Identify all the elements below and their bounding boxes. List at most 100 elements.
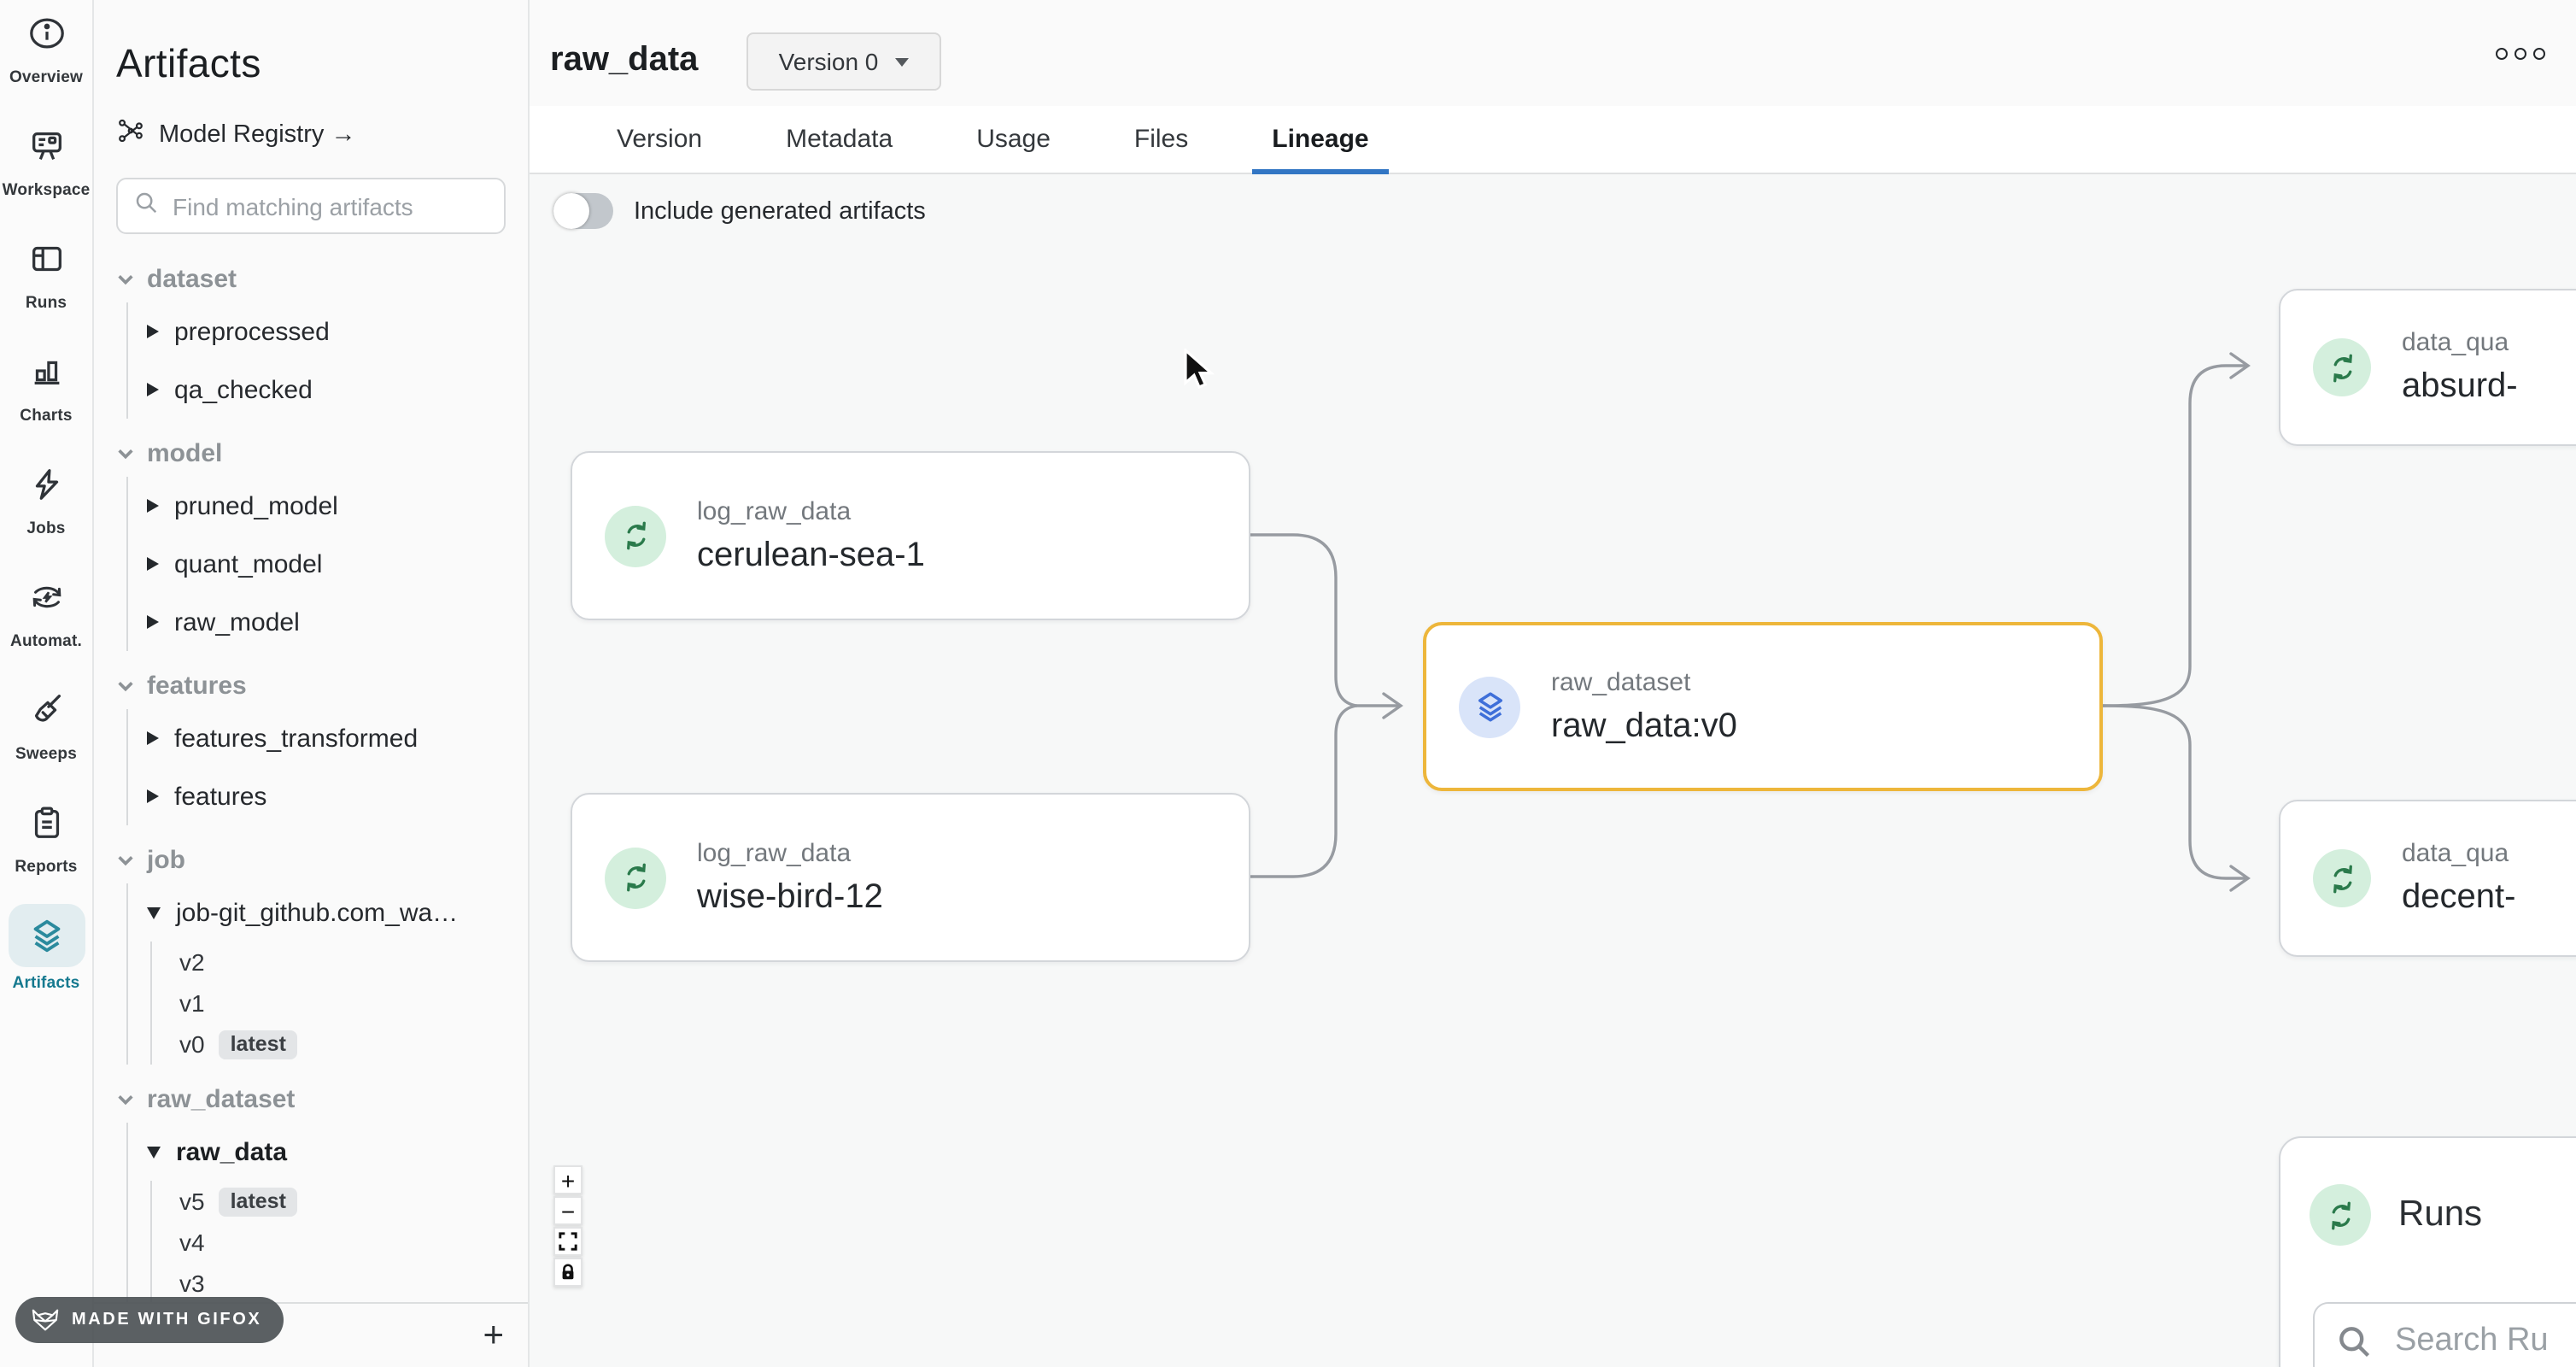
artifact-search-input[interactable]: Find matching artifacts [116,178,506,234]
node-type-label: data_qua [2402,839,2509,868]
tab-files[interactable]: Files [1133,125,1189,154]
lineage-node-run-absurd[interactable]: data_qua absurd- [2279,289,2576,446]
rail-label: Jobs [26,519,66,538]
workspace-board-icon [26,126,66,174]
tree-section-features[interactable]: features [116,661,506,709]
run-cycle-icon [2310,1184,2371,1246]
search-icon [133,189,159,223]
tree-item[interactable]: preprocessed [128,302,506,361]
lineage-node-run-cerulean-sea-1[interactable]: log_raw_data cerulean-sea-1 [571,451,1250,620]
lineage-node-run-wise-bird-12[interactable]: log_raw_data wise-bird-12 [571,793,1250,962]
automation-cycle-icon [26,578,66,625]
include-generated-toggle[interactable] [553,193,613,229]
lineage-runs-group-node[interactable]: Runs Search Ru [2279,1136,2576,1367]
rail-item-runs[interactable]: Runs [3,239,89,313]
chevron-down-icon [118,449,133,459]
version-selector[interactable]: Version 0 [746,32,941,91]
gifox-watermark: MADE WITH GIFOX [15,1297,284,1343]
toggle-label: Include generated artifacts [634,197,926,225]
tree-item[interactable]: job-git_github.com_wa… [128,883,506,942]
tab-usage[interactable]: Usage [976,125,1051,154]
tree-item[interactable]: qa_checked [128,361,506,419]
lineage-node-artifact-raw-data-v0[interactable]: raw_dataset raw_data:v0 [1423,622,2103,791]
rail-item-overview[interactable]: Overview [3,14,89,87]
fit-view-button[interactable] [553,1227,583,1256]
model-registry-link[interactable]: Model Registry → [116,116,506,154]
tree-section-dataset[interactable]: dataset [116,255,506,302]
include-generated-toggle-row: Include generated artifacts [553,193,926,229]
triangle-collapsed-icon [147,499,159,513]
runs-search-input[interactable]: Search Ru [2313,1302,2576,1367]
layers-icon [8,904,85,967]
tree-item[interactable]: features [128,767,506,825]
tree-section-model[interactable]: model [116,429,506,477]
rail-item-charts[interactable]: Charts [3,352,89,425]
artifacts-panel: Artifacts Model Registry → Find matching… [94,0,530,1367]
node-name: cerulean-sea-1 [697,536,925,573]
broom-icon [26,690,66,738]
overflow-menu-button[interactable] [2496,48,2545,60]
triangle-collapsed-icon [147,383,159,396]
tree-item[interactable]: pruned_model [128,477,506,535]
rail-item-reports[interactable]: Reports [3,803,89,877]
node-name: absurd- [2402,367,2518,405]
search-placeholder: Find matching artifacts [173,192,413,220]
rail-label: Reports [15,858,78,877]
triangle-collapsed-icon [147,557,159,571]
rail-item-workspace[interactable]: Workspace [2,126,91,200]
version-item[interactable]: v1 [179,989,205,1017]
zoom-in-button[interactable]: + [553,1165,583,1194]
triangle-expanded-icon [147,906,161,918]
triangle-expanded-icon [147,1146,161,1158]
tab-metadata[interactable]: Metadata [786,125,893,154]
triangle-collapsed-icon [147,731,159,745]
node-name: raw_data:v0 [1551,707,1737,744]
tree-section-raw-dataset[interactable]: raw_dataset [116,1075,506,1123]
chevron-down-icon [118,274,133,285]
rail-label: Workspace [2,181,91,200]
tree-item[interactable]: raw_model [128,593,506,651]
run-cycle-icon [2313,849,2371,907]
runs-group-title: Runs [2398,1194,2483,1234]
node-name: wise-bird-12 [697,877,883,915]
rail-item-automations[interactable]: Automat. [3,578,89,651]
graph-view-controls: + − [553,1165,583,1287]
rail-label: Sweeps [15,745,77,764]
node-type-label: data_qua [2402,328,2509,357]
chevron-down-icon [118,681,133,691]
tree-item[interactable]: quant_model [128,535,506,593]
tab-lineage[interactable]: Lineage [1251,105,1389,173]
search-icon [2339,1327,2370,1358]
tree-item-selected[interactable]: raw_data [128,1123,506,1181]
rail-item-sweeps[interactable]: Sweeps [3,690,89,764]
artifact-tree: dataset preprocessed qa_checked model pr… [116,255,506,1345]
runs-search-placeholder: Search Ru [2395,1323,2549,1358]
clipboard-icon [26,803,66,851]
zoom-out-button[interactable]: − [553,1196,583,1225]
watermark-label: MADE WITH GIFOX [72,1311,262,1329]
panel-title: Artifacts [116,41,261,85]
version-item[interactable]: v4 [179,1229,205,1256]
model-registry-label: Model Registry → [159,121,356,149]
version-item[interactable]: v2 [179,948,205,976]
rail-item-jobs[interactable]: Jobs [3,465,89,538]
chevron-down-icon [118,1094,133,1105]
tree-item[interactable]: features_transformed [128,709,506,767]
lock-button[interactable] [553,1258,583,1287]
page-title: raw_data [550,41,699,79]
version-item[interactable]: v3 [179,1270,205,1297]
latest-badge: latest [218,1030,298,1059]
add-artifact-button[interactable]: + [483,1316,504,1355]
rail-item-artifacts[interactable]: Artifacts [3,904,89,993]
latest-badge: latest [218,1187,298,1216]
chevron-down-icon [118,855,133,865]
rail-label: Artifacts [12,974,80,993]
node-name: decent- [2402,878,2516,916]
tab-strip: Version Metadata Usage Files Lineage [530,106,2576,174]
tree-section-job[interactable]: job [116,836,506,883]
tab-version[interactable]: Version [617,125,703,154]
lineage-node-run-decent[interactable]: data_qua decent- [2279,800,2576,957]
